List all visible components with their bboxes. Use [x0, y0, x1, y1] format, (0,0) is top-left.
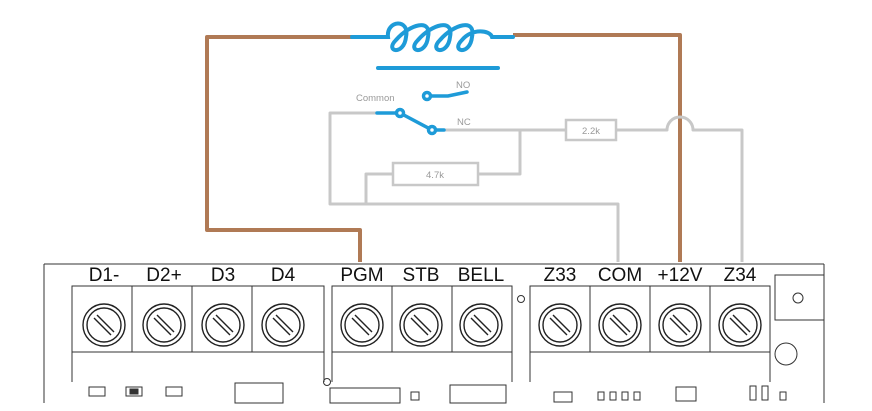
relay-switch-arm	[398, 111, 434, 132]
resistor-2k2-label: 2.2k	[582, 126, 600, 137]
relay-nc-label: NC	[457, 117, 471, 128]
alarm-panel-board	[43, 263, 825, 404]
screw-icon	[598, 303, 642, 347]
relay-common-label: Common	[356, 93, 395, 104]
terminal-label-z34: Z34	[724, 265, 757, 286]
wire-2k2-to-z34	[616, 115, 744, 262]
terminal-label-bell: BELL	[458, 265, 504, 286]
board-connector	[774, 274, 825, 321]
board-hole-small	[517, 295, 525, 303]
relay-no-label: NO	[456, 80, 470, 91]
wires-copper	[205, 33, 682, 262]
terminal-label-com: COM	[598, 265, 642, 286]
screw-icon	[82, 303, 126, 347]
screw-icon	[459, 303, 503, 347]
relay-contacts	[375, 90, 469, 136]
board-hole-small-2	[323, 378, 331, 386]
terminal-label-d4: D4	[271, 265, 296, 286]
terminal-label-d2: D2+	[146, 265, 181, 286]
terminal-block-group-1	[71, 285, 325, 353]
screw-icon	[718, 303, 762, 347]
terminal-labels: D1- D2+ D3 D4 PGM STB BELL Z33 COM +12V …	[89, 265, 757, 286]
wire-pgm-to-coil	[205, 35, 362, 262]
terminal-label-12v: +12V	[658, 265, 703, 286]
terminal-block-group-2	[331, 285, 513, 353]
terminal-label-pgm: PGM	[340, 265, 383, 286]
screw-icon	[658, 303, 702, 347]
connector-hole	[792, 292, 804, 304]
screw-icon	[538, 303, 582, 347]
wire-4k7-left	[364, 172, 393, 204]
terminal-screws	[82, 303, 762, 347]
screw-icon	[261, 303, 305, 347]
terminal-label-stb: STB	[403, 265, 440, 286]
wire-coil-to-12v	[513, 33, 682, 262]
resistor-4k7-label: 4.7k	[426, 170, 444, 181]
wires-gray	[328, 111, 744, 262]
terminal-label-d3: D3	[211, 265, 235, 286]
resistor-4k7: 4.7k	[391, 161, 480, 187]
no-contact	[425, 90, 469, 98]
relay-coil-icon	[350, 21, 515, 70]
screw-icon	[142, 303, 186, 347]
resistor-2k2: 2.2k	[564, 118, 618, 142]
screw-icon	[399, 303, 443, 347]
screw-icon	[340, 303, 384, 347]
wire-common-loop	[328, 111, 620, 262]
wire-4k7-branch	[478, 130, 522, 176]
board-mount-hole	[774, 342, 798, 366]
terminal-label-z33: Z33	[544, 265, 577, 286]
screw-icon	[201, 303, 245, 347]
terminal-label-d1: D1-	[89, 265, 120, 286]
